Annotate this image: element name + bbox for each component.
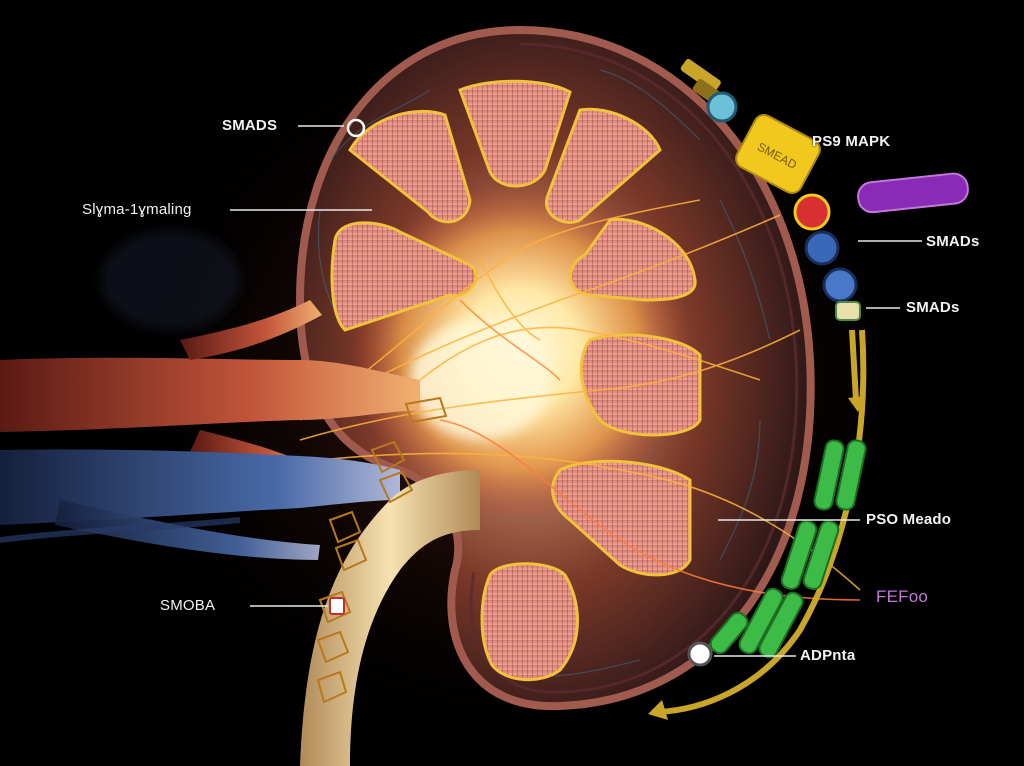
blue-node [806, 232, 838, 264]
label-smads-right-2: SMADs [906, 299, 960, 316]
red-node [795, 195, 829, 229]
label-smads-top-left: SMADS [222, 117, 277, 134]
label-pso-meado: PSO Meado [866, 511, 951, 528]
label-sigma-signaling: Slɣma-1ɣmaling [82, 201, 192, 218]
pyramid [482, 564, 578, 680]
smads-marker [836, 302, 860, 320]
adpnta-node [689, 643, 711, 665]
blue-node [708, 93, 736, 121]
label-p38-mapk: PS9 MAPK [812, 133, 890, 150]
smoba-marker [330, 598, 344, 614]
blue-node [824, 269, 856, 301]
label-ferdo: FEFoo [876, 587, 928, 607]
label-adpnta: ADPnta [800, 647, 855, 664]
label-smoba: SMOBA [160, 597, 215, 614]
label-smads-right-1: SMADs [926, 233, 980, 250]
